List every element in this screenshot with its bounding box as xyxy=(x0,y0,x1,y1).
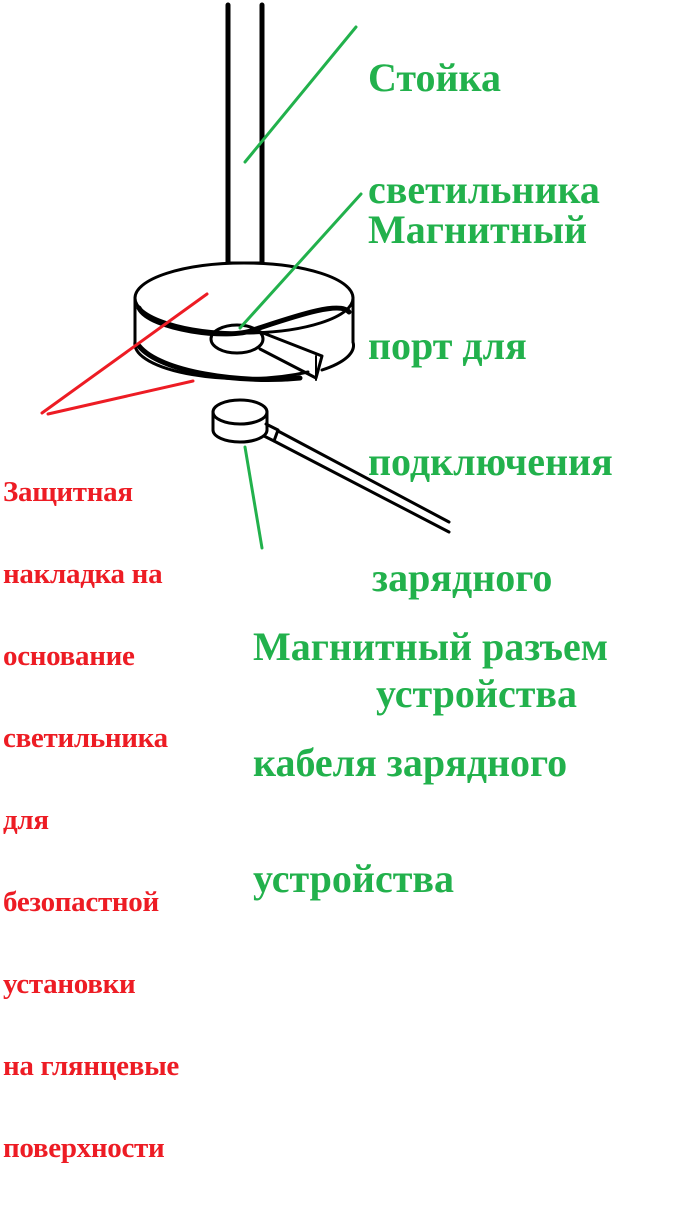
magnetic-port xyxy=(209,323,324,381)
label-line: основание xyxy=(3,640,135,672)
callout-line-cable xyxy=(243,445,264,550)
label-line: зарядного xyxy=(372,555,553,600)
label-line: кабеля зарядного xyxy=(253,740,568,785)
label-line: устройства xyxy=(253,856,454,901)
label-line: Магнитный разъем xyxy=(253,624,608,669)
label-line: подключения xyxy=(368,439,613,484)
label-magnetic-cable-connector: Магнитный разъем кабеля зарядного устрой… xyxy=(253,560,608,966)
callout-line-pad-upper xyxy=(40,292,209,415)
label-line: Защитная xyxy=(3,476,133,508)
callout-line-pad-lower xyxy=(46,379,195,416)
label-line: Магнитный xyxy=(368,207,587,252)
label-protective-pad: Защитная накладка на основание светильни… xyxy=(3,431,179,1210)
label-line: светильника xyxy=(368,167,600,212)
label-lamp-stand: Стойка светильника xyxy=(368,0,600,274)
label-magnetic-port: Магнитный порт для подключения зарядного… xyxy=(368,143,613,781)
label-line: светильника xyxy=(3,722,168,754)
label-line: Стойка xyxy=(368,55,501,100)
label-line: для xyxy=(3,804,49,836)
magnetic-cable-connector xyxy=(211,398,451,534)
callout-line-stand xyxy=(243,25,358,164)
label-line: поверхности xyxy=(3,1132,165,1164)
label-line: порт для xyxy=(368,323,527,368)
label-line: на глянцевые xyxy=(3,1050,179,1082)
lamp-stand-pole xyxy=(225,2,265,266)
label-line: устройства xyxy=(376,671,577,716)
label-line: накладка на xyxy=(3,558,163,590)
lamp-diagram xyxy=(40,2,451,550)
callout-line-port xyxy=(238,192,363,330)
label-line: установки xyxy=(3,968,136,1000)
label-line: безопастной xyxy=(3,886,159,918)
